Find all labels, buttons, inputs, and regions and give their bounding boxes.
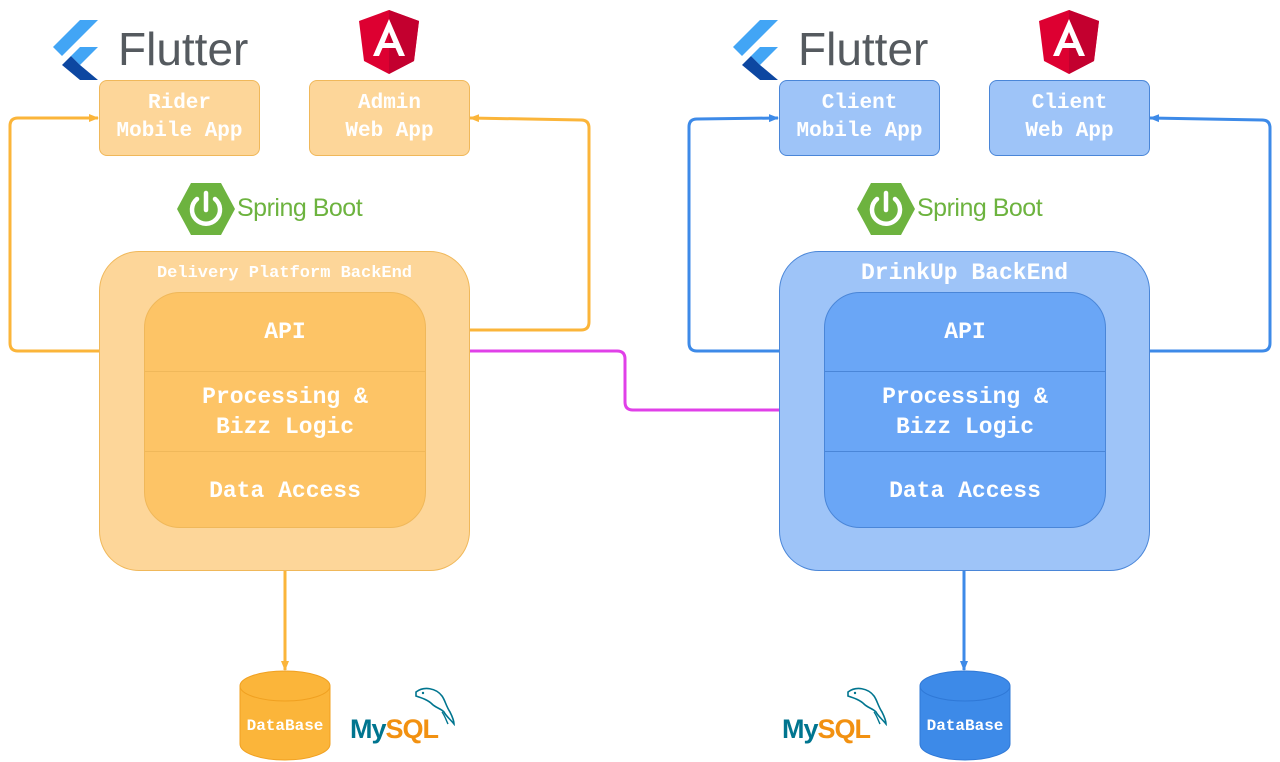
flutter-wordmark: Flutter: [118, 23, 249, 75]
data-access-layer-left[interactable]: Data Access: [145, 452, 425, 527]
spring-boot-wordmark: Spring Boot: [237, 194, 363, 222]
connector-client-web-api: [1105, 114, 1272, 355]
mysql-dolphin-icon: [415, 687, 455, 726]
mysql-my-text: My: [350, 714, 387, 744]
api-layer-label: API: [944, 319, 986, 345]
rider-mobile-app-box[interactable]: Rider Mobile App: [99, 80, 260, 156]
angular-icon-right: [1039, 10, 1099, 74]
spring-boot-wordmark: Spring Boot: [917, 194, 1043, 222]
client-web-line2: Web App: [1025, 120, 1114, 143]
database-cylinder-left: [239, 670, 331, 761]
mysql-sql-text: SQL: [817, 714, 872, 744]
rider-app-line2: Mobile App: [116, 120, 243, 143]
connector-admin-api: [425, 114, 591, 334]
client-web-app-box[interactable]: Client Web App: [989, 80, 1150, 156]
drinkup-backend-title: DrinkUp BackEnd: [860, 260, 1069, 286]
database-label-right: DataBase: [926, 717, 1004, 735]
rider-app-line1: Rider: [147, 92, 211, 115]
processing-line2: Bizz Logic: [215, 413, 355, 440]
connector-rider-api: [8, 114, 144, 355]
mysql-sql-text: SQL: [385, 714, 440, 744]
client-mobile-line1: Client: [821, 92, 898, 115]
mysql-logo-right: MySQL: [782, 686, 892, 746]
client-mobile-line2: Mobile App: [796, 120, 923, 143]
database-cylinder-right: [919, 670, 1011, 761]
mysql-logo-left: MySQL: [350, 686, 460, 746]
client-mobile-app-box[interactable]: Client Mobile App: [779, 80, 940, 156]
processing-layer-right[interactable]: Processing & Bizz Logic: [825, 372, 1105, 452]
admin-web-app-box[interactable]: Admin Web App: [309, 80, 470, 156]
delivery-backend-layers: API Processing & Bizz Logic Data Access: [144, 292, 426, 528]
mysql-my-text: My: [782, 714, 819, 744]
data-access-layer-right[interactable]: Data Access: [825, 452, 1105, 527]
data-access-label: Data Access: [209, 477, 361, 504]
spring-boot-logo-right: Spring Boot: [856, 182, 1076, 238]
flutter-wordmark: Flutter: [798, 23, 929, 75]
data-access-label: Data Access: [889, 477, 1041, 504]
flutter-icon: [53, 20, 98, 80]
angular-icon-left: [359, 10, 419, 74]
processing-line1: Processing &: [202, 383, 368, 410]
api-layer-right[interactable]: API: [825, 293, 1105, 372]
api-layer-left[interactable]: API: [145, 293, 425, 372]
connector-cross-backend: [425, 347, 824, 414]
drinkup-backend-layers: API Processing & Bizz Logic Data Access: [824, 292, 1106, 528]
spring-power-icon: [857, 183, 915, 235]
admin-app-line2: Web App: [345, 120, 434, 143]
processing-line1: Processing &: [882, 383, 1048, 410]
spring-boot-logo-left: Spring Boot: [176, 182, 396, 238]
database-label-left: DataBase: [246, 717, 324, 735]
processing-line2: Bizz Logic: [895, 413, 1035, 440]
spring-power-icon: [177, 183, 235, 235]
admin-app-line1: Admin: [357, 92, 421, 115]
client-web-line1: Client: [1031, 92, 1108, 115]
processing-layer-left[interactable]: Processing & Bizz Logic: [145, 372, 425, 452]
connector-client-mobile-api: [687, 114, 824, 355]
flutter-icon: [733, 20, 778, 80]
mysql-dolphin-icon: [847, 687, 887, 726]
delivery-backend-title: Delivery Platform BackEnd: [156, 264, 413, 283]
api-layer-label: API: [264, 319, 306, 345]
